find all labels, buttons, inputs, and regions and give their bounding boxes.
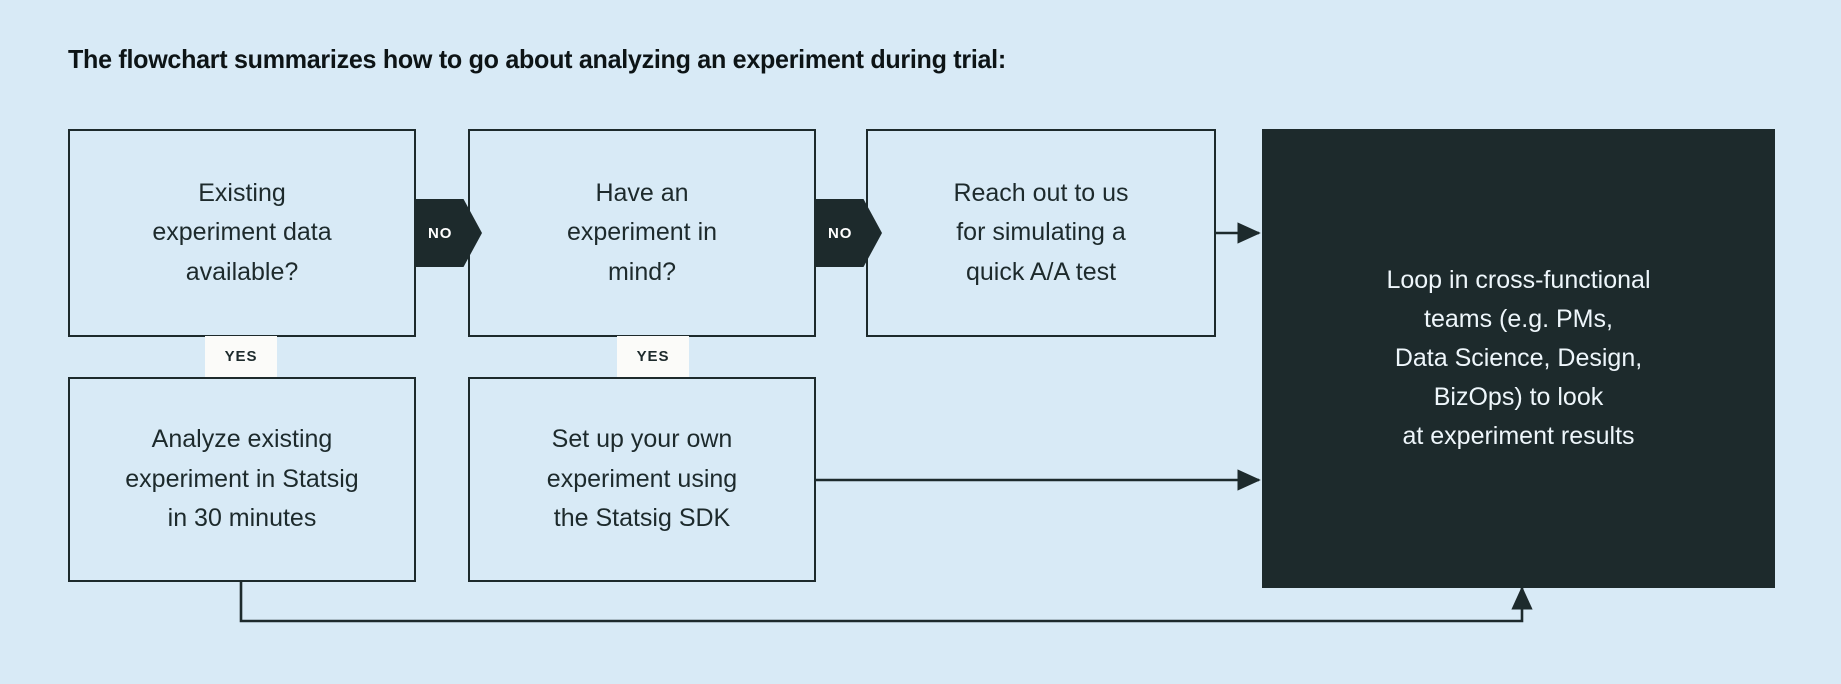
node-line: teams (e.g. PMs,	[1424, 305, 1613, 333]
node-line: experiment in Statsig	[125, 464, 359, 493]
node-set-up-your-own-experiment[interactable]: Set up your own experiment using the Sta…	[468, 377, 816, 582]
node-line: in 30 minutes	[167, 504, 317, 533]
node-have-experiment-in-mind-label: Have an experiment in mind?	[482, 174, 802, 293]
node-analyze-existing-experiment[interactable]: Analyze existing experiment in Statsig i…	[68, 377, 416, 582]
node-line: experiment data	[152, 218, 332, 247]
node-loop-in-cross-functional-teams-label: Loop in cross-functional teams (e.g. PMs…	[1386, 261, 1650, 456]
node-analyze-existing-experiment-label: Analyze existing experiment in Statsig i…	[82, 420, 402, 539]
node-line: mind?	[607, 257, 677, 286]
node-line: experiment in	[566, 218, 718, 247]
node-line: Reach out to us	[953, 178, 1129, 207]
badge-yes-2-label: YES	[636, 348, 670, 365]
node-line: Analyze existing	[151, 425, 333, 454]
node-line: at experiment results	[1402, 422, 1635, 450]
node-line: Existing	[198, 178, 286, 207]
badge-yes-1-label: YES	[224, 348, 258, 365]
node-loop-in-cross-functional-teams[interactable]: Loop in cross-functional teams (e.g. PMs…	[1262, 129, 1775, 588]
node-line: the Statsig SDK	[553, 504, 731, 533]
node-line: Have an	[595, 178, 689, 207]
node-line: quick A/A test	[965, 257, 1117, 286]
node-line: for simulating a	[956, 218, 1126, 247]
node-line: Data Science, Design,	[1394, 344, 1643, 372]
node-line: BizOps) to look	[1433, 383, 1604, 411]
badge-no-2-label: NO	[828, 224, 853, 242]
node-line: Set up your own	[551, 425, 733, 454]
node-existing-experiment-data[interactable]: Existing experiment data available?	[68, 129, 416, 337]
node-existing-experiment-data-label: Existing experiment data available?	[82, 174, 402, 293]
node-line: available?	[185, 257, 299, 286]
node-reach-out-to-us[interactable]: Reach out to us for simulating a quick A…	[866, 129, 1216, 337]
node-set-up-your-own-experiment-label: Set up your own experiment using the Sta…	[482, 420, 802, 539]
badge-no-1-label: NO	[428, 224, 453, 242]
page-title: The flowchart summarizes how to go about…	[68, 44, 1006, 74]
node-reach-out-to-us-label: Reach out to us for simulating a quick A…	[880, 174, 1202, 293]
node-line: Loop in cross-functional	[1386, 266, 1651, 294]
node-have-experiment-in-mind[interactable]: Have an experiment in mind?	[468, 129, 816, 337]
node-line: experiment using	[546, 464, 738, 493]
